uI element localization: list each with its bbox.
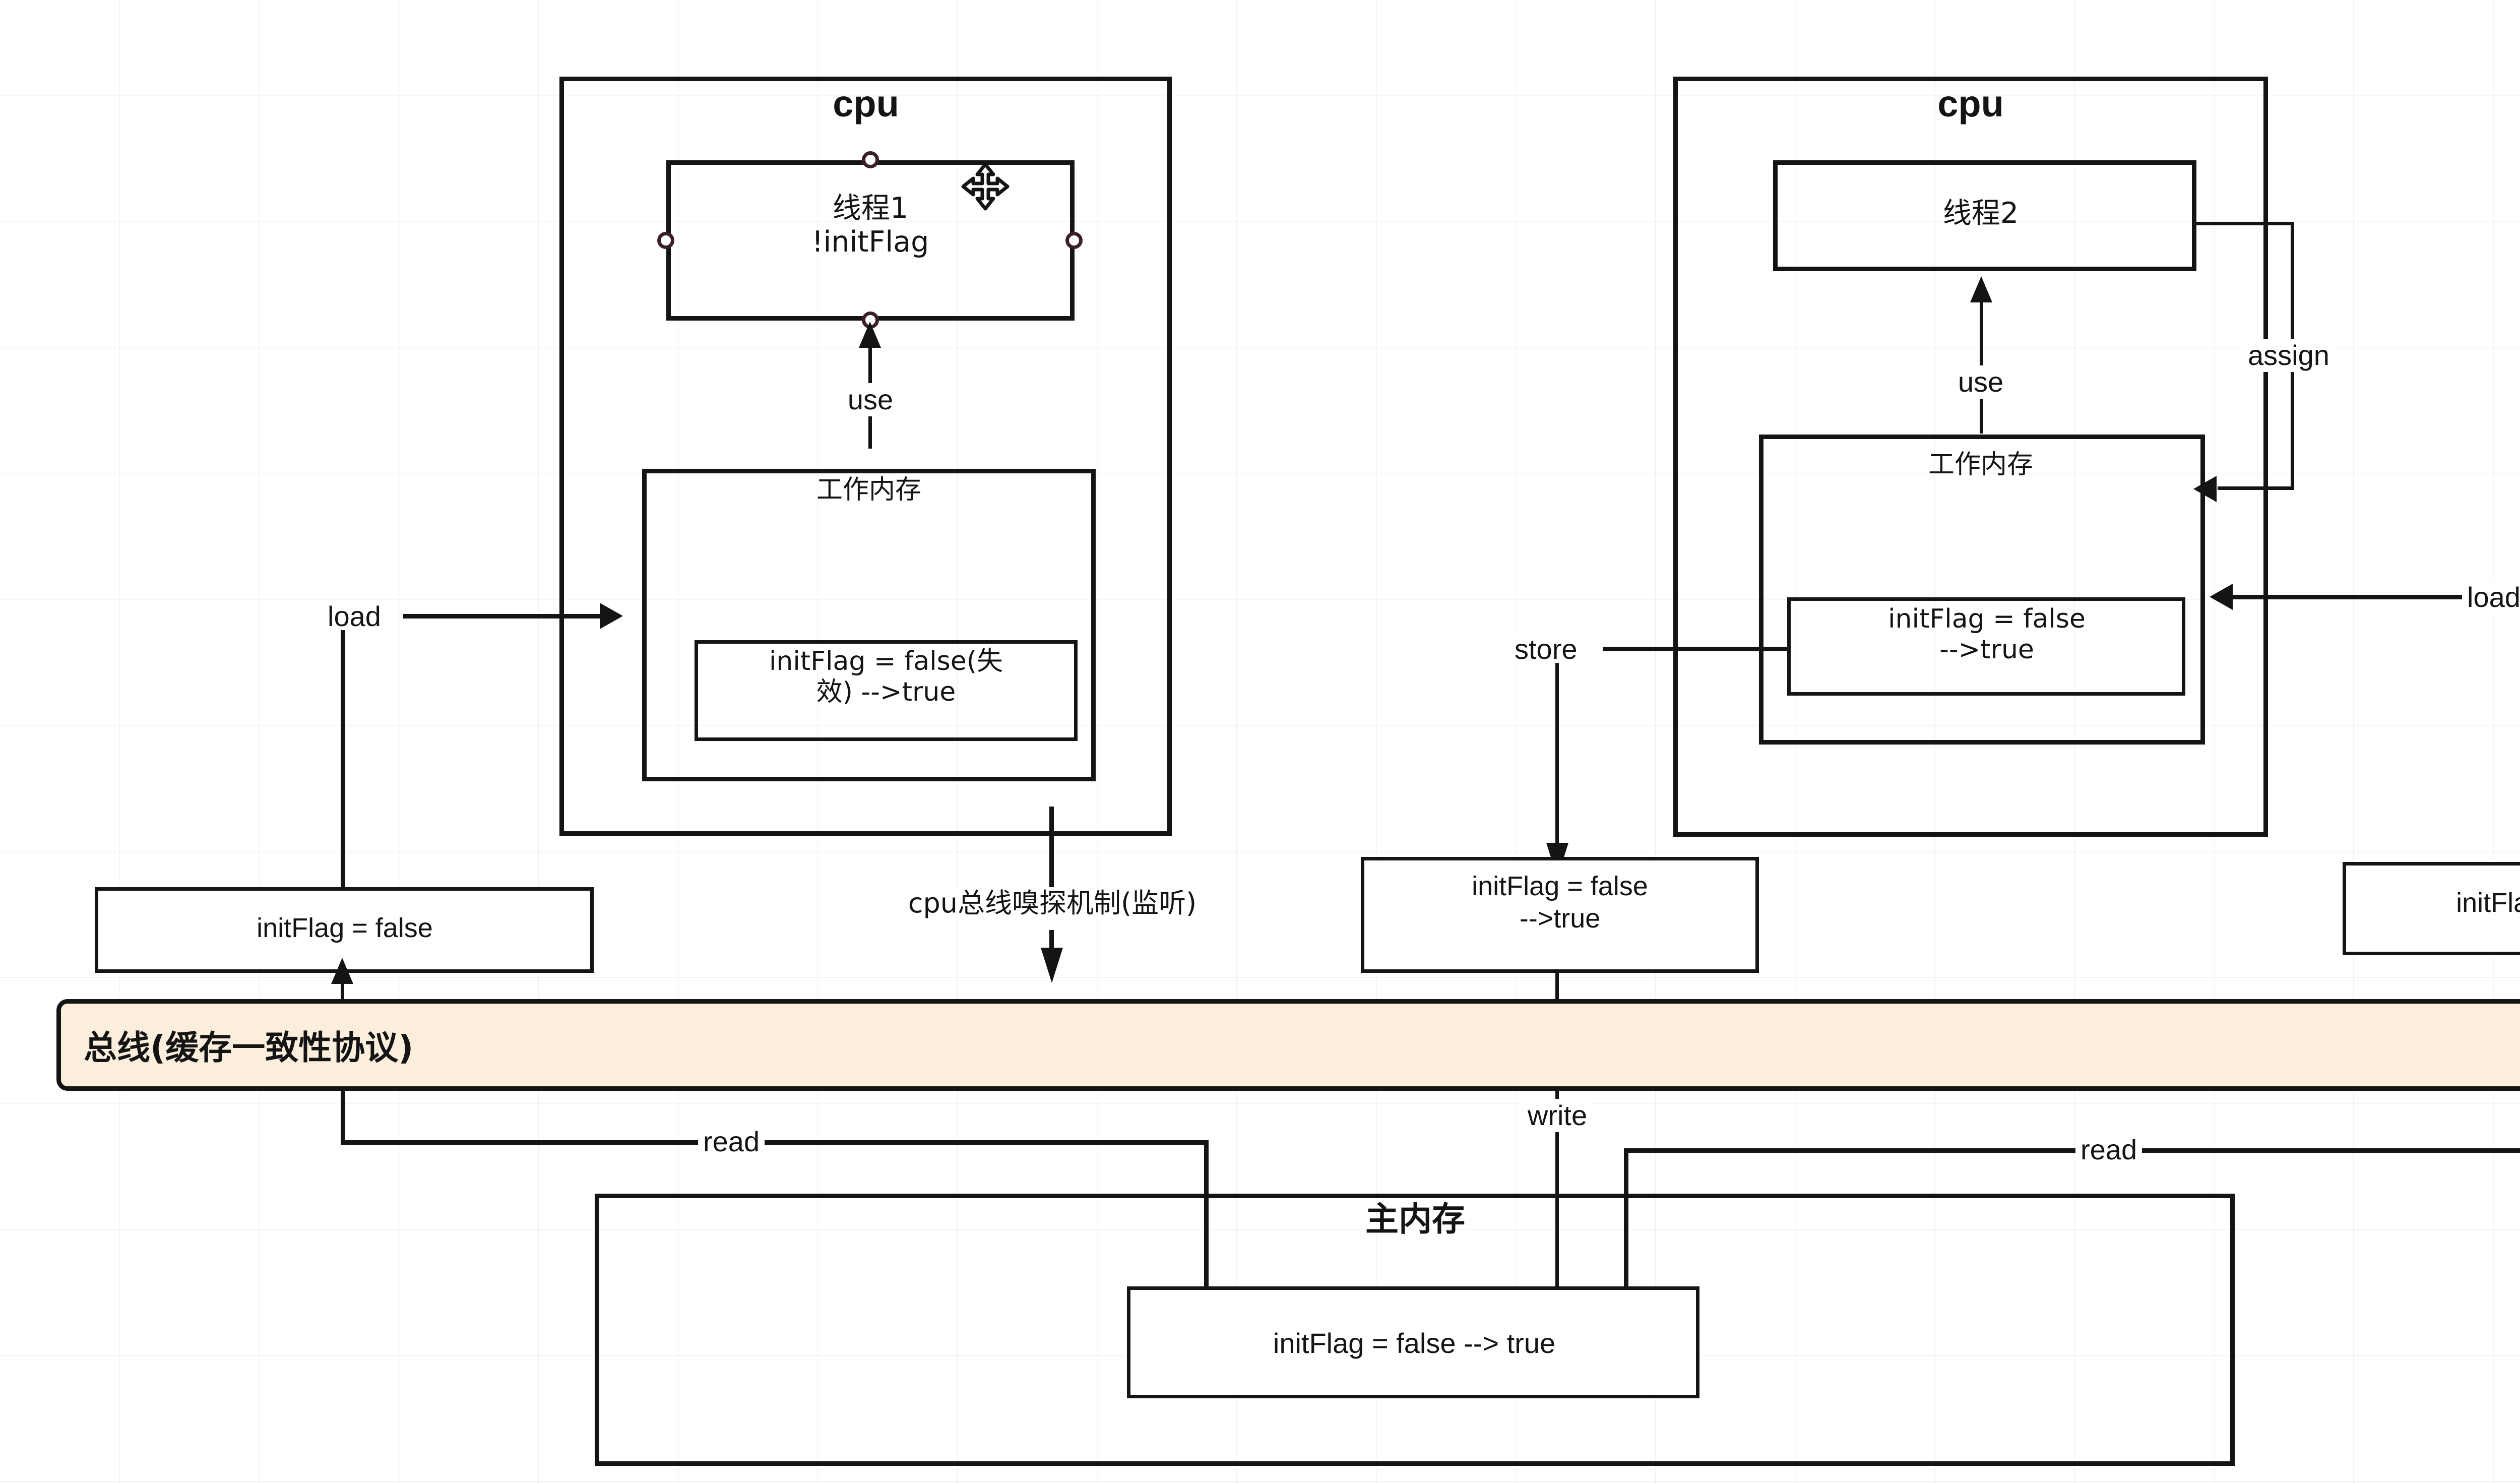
store-label: store (1509, 633, 1583, 666)
main-memory-value: initFlag = false --> true (1273, 1327, 1556, 1359)
bus-box-right-value: initFlag = false (2456, 888, 2520, 918)
thread1-name: 线程1 (832, 192, 909, 225)
write-line-lower (1555, 1144, 1559, 1301)
use-label-left: use (842, 383, 899, 417)
load-arrow-head-left (600, 603, 623, 629)
read-label-left: read (698, 1125, 765, 1159)
load-label-right: load (2462, 581, 2520, 614)
assign-line-top (2193, 222, 2294, 225)
store-line-vertical (1555, 663, 1559, 849)
thread1-expr: !initFlag (811, 225, 929, 259)
snoop-line-left-lower (1049, 930, 1054, 950)
snoop-arrow-head (1041, 948, 1063, 983)
working-memory-left-value: initFlag = false(失 效) -->true (769, 646, 1003, 708)
bus-box-center-line2: -->true (1519, 903, 1601, 934)
cpu-right-container[interactable] (1673, 77, 2268, 837)
selection-handle-top[interactable] (862, 151, 879, 168)
use-label-right: use (1952, 365, 2009, 399)
cpu-left-title: cpu (833, 83, 899, 125)
wm-right-value-line1: initFlag = false (1888, 604, 2086, 634)
bus-to-left-box-arrow (331, 958, 353, 984)
main-memory-container[interactable] (595, 1194, 2235, 1466)
cpu-right-title: cpu (1937, 83, 2004, 125)
bus-to-left-box-line (341, 973, 344, 1001)
main-memory-title: 主内存 (1365, 1200, 1465, 1239)
bus-box-center[interactable] (1361, 857, 1759, 973)
working-memory-left-title: 工作内存 (816, 475, 922, 505)
load-arrow-line-right (2233, 595, 2465, 599)
use-arrow-head-right (1970, 276, 1992, 302)
bus-bar[interactable] (56, 999, 2520, 1091)
snoop-line-left (1049, 807, 1054, 907)
main-memory-value-box[interactable] (1127, 1286, 1699, 1398)
bus-bar-label: 总线(缓存一致性协议) (84, 1028, 414, 1067)
bus-box-left-value: initFlag = false (257, 913, 433, 943)
working-memory-right-title: 工作内存 (1928, 450, 2034, 480)
load-label-left: load (323, 600, 386, 634)
bus-box-center-line1: initFlag = false (1472, 871, 1648, 901)
working-memory-left[interactable] (642, 469, 1096, 781)
read-left-vertical-to-memory (1204, 1140, 1209, 1289)
load-line-left-vertical (341, 630, 345, 892)
working-memory-right-value: initFlag = false -->true (1888, 604, 2086, 666)
load-arrow-line-left (403, 614, 600, 619)
read-right-horizontal (1624, 1148, 2520, 1153)
store-line-horizontal (1603, 647, 1789, 651)
cpu-left-container[interactable] (559, 77, 1172, 836)
wm-right-value-line2: -->true (1939, 635, 2034, 665)
read-left-vertical-from-bus (341, 1091, 345, 1144)
thread2-box[interactable] (1773, 160, 2196, 271)
use-arrow-head-left (859, 322, 881, 348)
assign-label: assign (2243, 339, 2335, 373)
bus-box-center-value: initFlag = false -->true (1472, 871, 1648, 935)
selection-handle-right[interactable] (1065, 232, 1083, 249)
snoop-label: cpu总线嗅探机制(监听) (903, 887, 1202, 919)
wm-left-value-line1: initFlag = false(失 (769, 646, 1003, 676)
bus-box-right[interactable] (2343, 862, 2520, 955)
read-left-horizontal (341, 1140, 1209, 1145)
working-memory-right-value-box[interactable] (1787, 597, 2185, 696)
assign-line-bottom (2218, 486, 2294, 490)
wm-left-value-line2: 效) -->true (816, 677, 956, 708)
working-memory-right[interactable] (1759, 435, 2205, 745)
bus-box-center-to-bus (1555, 973, 1559, 1001)
load-arrow-head-right (2210, 584, 2233, 610)
working-memory-left-value-box[interactable] (695, 640, 1078, 741)
write-label: write (1522, 1099, 1593, 1133)
read-label-right: read (2075, 1133, 2143, 1167)
read-right-vertical-to-memory (1624, 1148, 1628, 1288)
thread1-label: 线程1 !initFlag (812, 192, 929, 260)
selection-handle-left[interactable] (657, 232, 674, 249)
move-cursor-icon (960, 161, 1011, 212)
thread2-label: 线程2 (1942, 197, 2019, 230)
assign-arrow-head (2193, 476, 2217, 502)
